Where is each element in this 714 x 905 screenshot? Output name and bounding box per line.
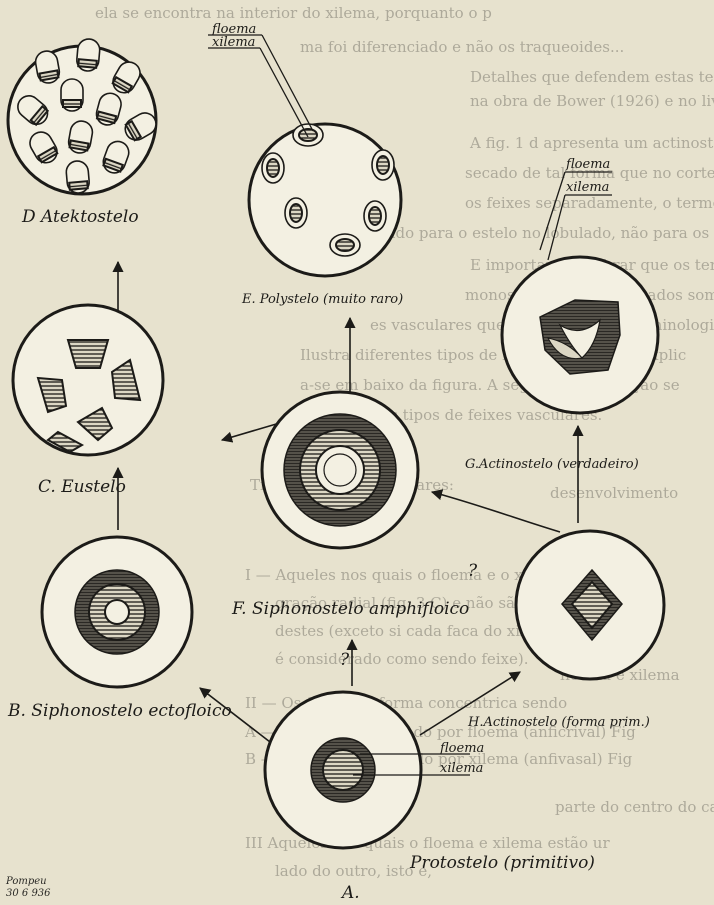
label-protostele-xilema: xilema xyxy=(440,761,483,776)
bg-line: aplicado para o estelo no lobulado, não … xyxy=(350,224,714,242)
signature-date: 30 6 936 xyxy=(6,888,51,899)
bg-line: ela se encontra na interior do xilema, p… xyxy=(95,4,492,22)
polystele-circle xyxy=(249,124,401,276)
atactostele-circle xyxy=(8,38,160,194)
label-polystele: E. Polystelo (muito raro) xyxy=(241,292,403,307)
bg-line: desenvolvimento xyxy=(550,484,678,502)
signature-name: Pompeu xyxy=(5,876,47,887)
bg-line: lado do outro, isto é, xyxy=(275,862,432,880)
bg-line: na obra de Bower (1926) e no livro de Ea… xyxy=(470,92,714,110)
label-polystele-xilema: xilema xyxy=(212,35,255,50)
question-mark-center: ? xyxy=(340,650,350,670)
siphonostele-ectophloic-circle xyxy=(42,537,192,687)
actinostele-primitive-circle xyxy=(516,531,664,679)
bg-line: parte do centro do caule xyxy=(555,798,714,816)
label-protostele-floema: floema xyxy=(439,741,484,756)
label-actinostele-true: G.Actinostelo (verdadeiro) xyxy=(465,457,639,472)
protostele-circle xyxy=(265,692,421,848)
label-actinostele-xilema: xilema xyxy=(566,180,609,195)
bg-line: Detalhes que defendem estas teorias pode… xyxy=(470,68,714,86)
bg-line: A fig. 1 d apresenta um actinostelo, ist… xyxy=(469,134,714,152)
label-actinostele-primitive: H.Actinostelo (forma prim.) xyxy=(467,715,650,730)
bg-line: ma foi diferenciado e não os traqueoides… xyxy=(300,38,624,56)
label-eustele: C. Eustelo xyxy=(38,477,126,497)
label-protostele: Protostelo (primitivo) xyxy=(409,853,595,873)
label-siphonostele-amphiphloic: F. Siphonostelo amphifloico xyxy=(231,599,469,619)
bg-line: é considerado como sendo feixe). xyxy=(275,650,529,668)
arrow-actinostele-prim-to-amphiphloic xyxy=(432,492,560,532)
actinostele-true-circle xyxy=(502,257,658,413)
polystele-leader-lines xyxy=(208,35,313,137)
label-protostele-letter: A. xyxy=(340,883,360,903)
label-actinostele-floema: floema xyxy=(565,157,610,172)
question-mark-right: ? xyxy=(468,561,478,581)
label-atactostele: D Atektostelo xyxy=(21,207,139,227)
label-siphonostele-ectophloic: B. Siphonostelo ectofloico xyxy=(7,701,232,721)
eustele-circle xyxy=(13,305,163,455)
siphonostele-amphiphloic-circle xyxy=(262,392,418,548)
